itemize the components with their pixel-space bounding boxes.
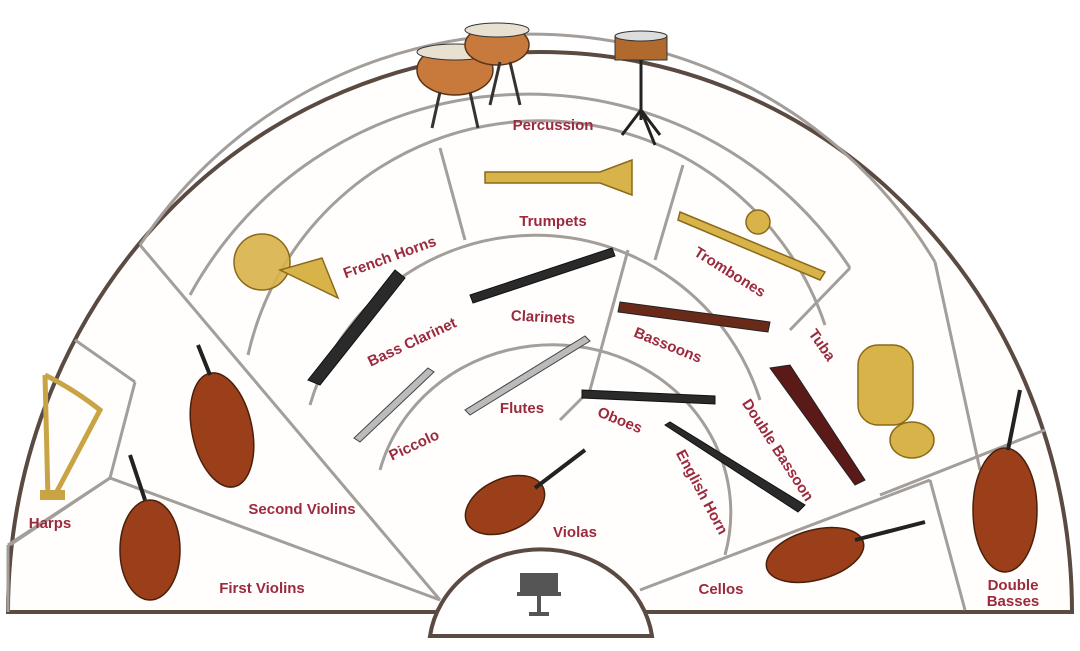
- first-violin-icon: [119, 454, 181, 601]
- label-double-basses-line2: Basses: [987, 593, 1040, 610]
- french-horn-icon: [233, 233, 340, 300]
- harp-icon: [40, 372, 104, 501]
- flute-icon: [464, 335, 591, 416]
- label-flutes: Flutes: [500, 400, 544, 417]
- timpani-icon: [416, 22, 530, 129]
- trombone-icon: [677, 209, 827, 281]
- oboe-icon: [581, 389, 716, 405]
- conductor-music-stand-icon: [517, 573, 561, 616]
- double-bass-icon: [972, 389, 1038, 573]
- clarinet-icon: [469, 247, 616, 304]
- viola-icon: [464, 448, 587, 536]
- label-harps: Harps: [29, 515, 72, 532]
- label-double-basses-line1: Double: [988, 577, 1039, 594]
- label-cellos: Cellos: [698, 581, 743, 598]
- english-horn-icon: [664, 421, 806, 513]
- label-percussion: Percussion: [513, 117, 594, 134]
- label-second-violins: Second Violins: [248, 501, 355, 518]
- snare-drum-icon: [614, 30, 668, 146]
- tuba-icon: [857, 344, 935, 459]
- second-violin-icon: [189, 344, 255, 488]
- bass-clarinet-icon: [307, 269, 406, 386]
- trumpet-icon: [484, 158, 633, 197]
- label-first-violins: First Violins: [219, 580, 305, 597]
- label-clarinets: Clarinets: [510, 307, 575, 327]
- label-trumpets: Trumpets: [519, 213, 587, 230]
- cello-icon: [765, 520, 926, 584]
- bassoon-icon: [617, 301, 771, 333]
- piccolo-icon: [353, 367, 435, 443]
- double-bassoon-icon: [769, 364, 866, 486]
- label-violas: Violas: [553, 524, 597, 541]
